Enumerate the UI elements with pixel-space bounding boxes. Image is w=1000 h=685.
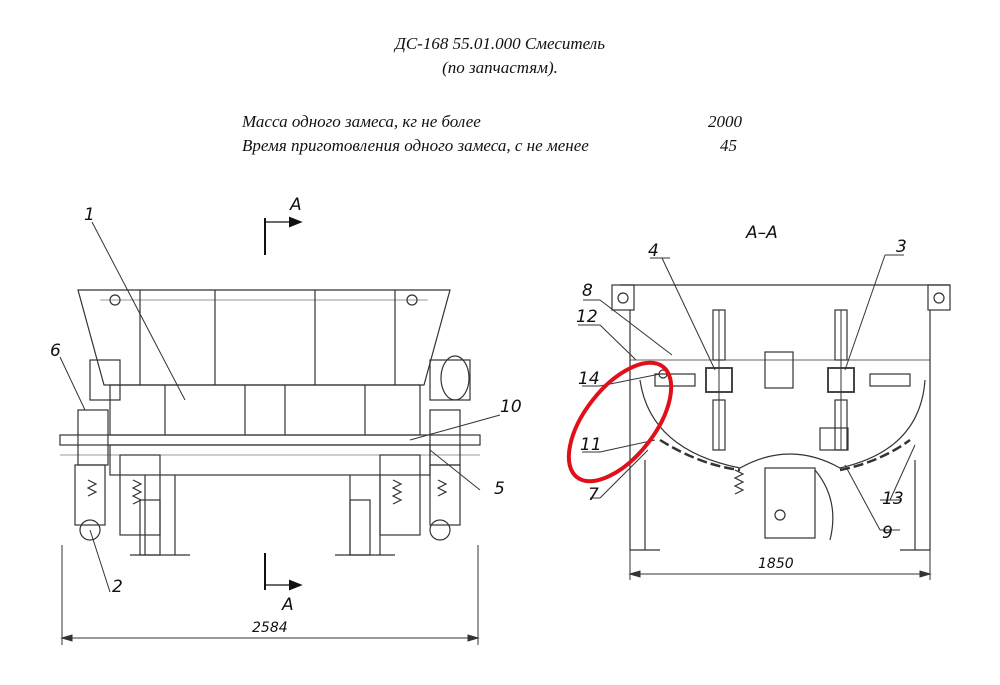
section-title: А–А <box>745 223 778 243</box>
spec-mass-value: 2000 <box>708 112 742 131</box>
callout-5: 5 <box>494 479 505 499</box>
callout-9: 9 <box>882 523 893 543</box>
callout-8: 8 <box>582 281 593 301</box>
spec-time-label: Время приготовления одного замеса, с не … <box>242 136 589 155</box>
section-cut-marks <box>264 216 303 591</box>
callout-14: 14 <box>578 369 600 389</box>
callout-13: 13 <box>882 489 904 509</box>
trough-bowl <box>639 379 926 469</box>
callout-12: 12 <box>576 307 598 327</box>
spec-mass-label: Масса одного замеса, кг не более <box>242 112 481 131</box>
section-dimension-line <box>628 550 932 580</box>
callout-6: 6 <box>50 341 61 361</box>
highlight-ellipse <box>566 360 674 484</box>
callout-10: 10 <box>500 397 522 417</box>
trough <box>109 384 421 436</box>
callout-2: 2 <box>112 577 123 597</box>
section-mark-bottom: А <box>281 595 294 615</box>
section-leaders <box>578 254 916 531</box>
callout-1: 1 <box>84 205 95 225</box>
section-mark-top: А <box>289 195 302 215</box>
drawing-subtitle: (по запчастям). <box>442 58 558 77</box>
callout-3: 3 <box>896 237 907 257</box>
spec-time-value: 45 <box>720 136 737 155</box>
front-overall-width: 2584 <box>252 620 288 636</box>
callout-4: 4 <box>648 241 659 261</box>
callout-7: 7 <box>588 485 599 505</box>
front-view <box>59 289 481 556</box>
callout-11: 11 <box>580 435 602 455</box>
front-leaders <box>59 221 501 593</box>
section-overall-width: 1850 <box>758 556 794 572</box>
hopper-body <box>77 289 451 386</box>
front-dimension-line <box>60 545 480 645</box>
drawing-title: ДС-168 55.01.000 Смеситель <box>395 34 605 53</box>
